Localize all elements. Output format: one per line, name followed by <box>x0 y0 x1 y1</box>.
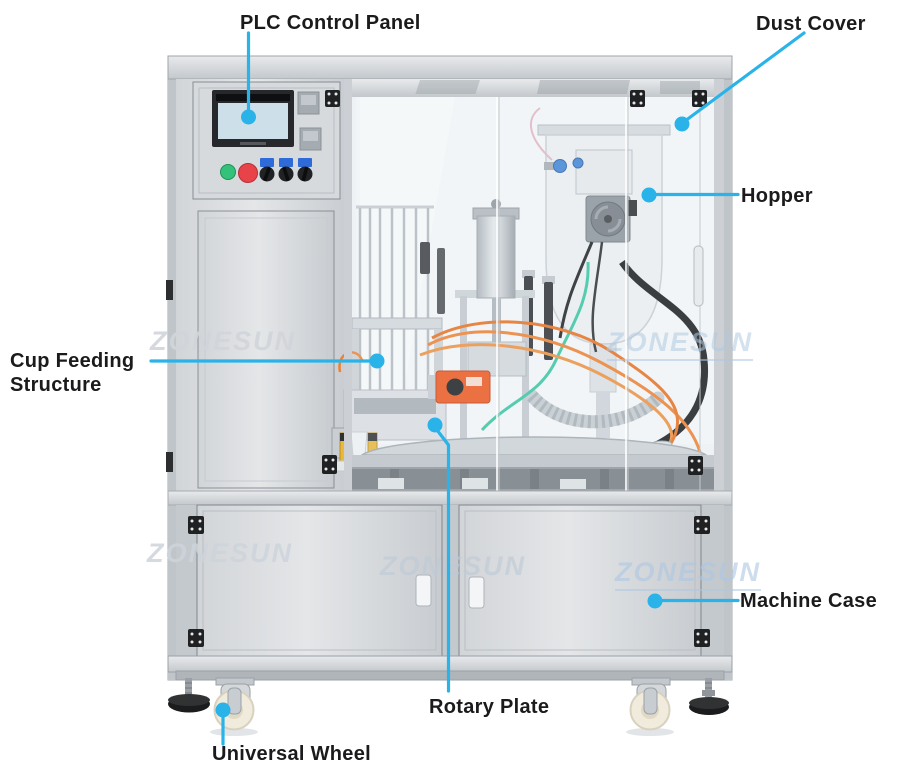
door-handle-bar <box>693 245 704 307</box>
label-universal-wheel: Universal Wheel <box>212 743 372 764</box>
tubing <box>419 259 709 487</box>
leveling-foot-left <box>168 678 210 713</box>
control-cabinet <box>176 79 350 491</box>
label-hopper: Hopper <box>741 185 813 207</box>
door-handle <box>468 576 485 609</box>
door-handle <box>415 574 432 607</box>
hmi-screen <box>218 103 288 139</box>
dust-cover-glass <box>322 79 724 491</box>
label-machine-case: Machine Case <box>740 590 877 612</box>
mid-band <box>167 490 733 506</box>
lower-left-door <box>196 504 443 657</box>
pneumatic-fitting <box>553 159 567 173</box>
start-button <box>220 164 236 180</box>
label-plc-control-panel: PLC Control Panel <box>240 12 421 34</box>
case-hinges <box>188 516 710 647</box>
feet <box>168 677 729 736</box>
selector-switches <box>259 158 313 182</box>
label-cup-feeding-structure: Cup Feeding Structure <box>10 349 134 397</box>
universal-wheel-right <box>629 677 671 731</box>
leveling-foot-right <box>689 678 729 715</box>
upper-door <box>197 210 335 489</box>
door-sensor <box>437 248 445 314</box>
machine-case <box>167 504 733 681</box>
lower-right-door <box>458 504 702 657</box>
label-rotary-plate: Rotary Plate <box>429 696 550 718</box>
door-sensor <box>420 242 430 274</box>
plc-control-panel <box>192 81 341 200</box>
stop-button <box>238 163 258 183</box>
universal-wheel-left <box>213 677 255 731</box>
label-dust-cover: Dust Cover <box>756 13 866 35</box>
label-cup-feeding-line2: Structure <box>10 374 102 396</box>
label-cup-feeding-line1: Cup Feeding <box>10 350 135 372</box>
